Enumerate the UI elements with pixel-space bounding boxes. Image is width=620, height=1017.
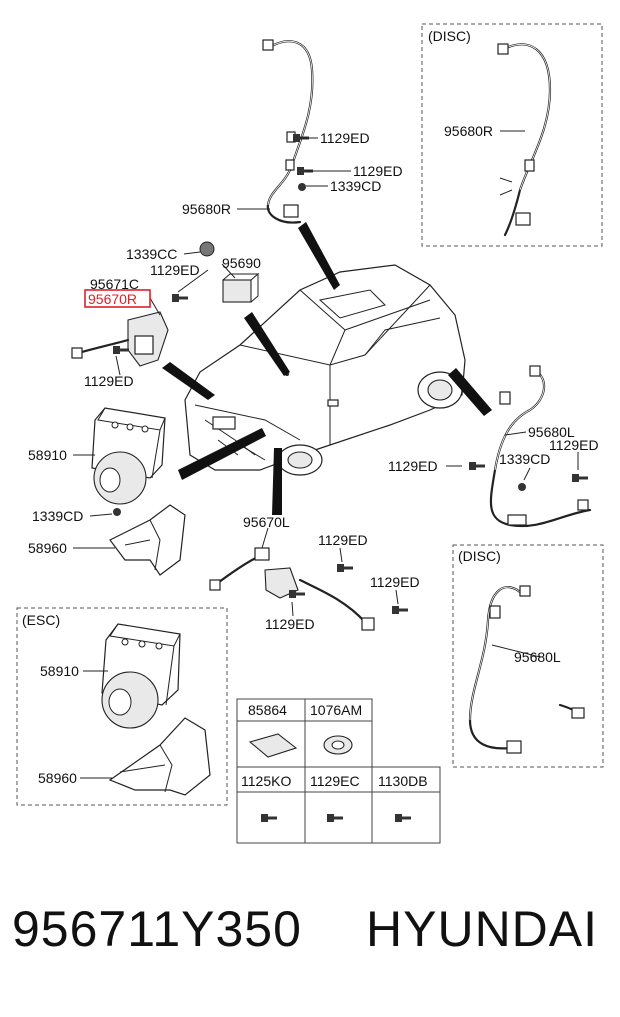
pad-icon	[248, 733, 298, 758]
wheel-sensor-disc-top	[497, 43, 552, 237]
pointer-arrows	[162, 222, 492, 515]
part-labels: (DISC) (DISC) (ESC) 1129ED 1129ED 1339CD…	[22, 28, 599, 786]
esc-box	[16, 607, 228, 806]
label-1129ED: 1129ED	[318, 532, 368, 548]
wheel-sensor-disc-bottom	[468, 585, 585, 754]
label-1129ED: 1129ED	[549, 437, 599, 453]
bolt-icon	[395, 814, 411, 822]
parts-diagram: (DISC) (DISC) (ESC) 1129ED 1129ED 1339CD…	[16, 23, 604, 844]
label-95680R: 95680R	[444, 123, 493, 139]
table-header-1129EC: 1129EC	[310, 773, 360, 789]
label-1129ED: 1129ED	[150, 262, 200, 278]
front-bracket-sensor	[71, 241, 215, 367]
label-95680R: 95680R	[182, 201, 231, 217]
label-58910: 58910	[40, 663, 79, 679]
label-95680L: 95680L	[514, 649, 561, 665]
label-1129ED: 1129ED	[84, 373, 134, 389]
label-disc-bottom: (DISC)	[458, 548, 501, 564]
label-95670R: 95670R	[88, 291, 137, 307]
footer: 956711Y350 HYUNDAI	[0, 900, 620, 980]
label-95690: 95690	[222, 255, 261, 271]
hydraulic-unit-top	[91, 407, 166, 505]
bracket-top	[109, 504, 186, 576]
label-95680L: 95680L	[528, 424, 575, 440]
disc-top-box	[421, 23, 603, 247]
parts-table: 85864 1076AM 1125KO 1129EC 1130DB	[236, 698, 441, 844]
bolt-icon	[261, 814, 277, 822]
label-58960: 58960	[38, 770, 77, 786]
rear-sensor-left	[469, 365, 592, 528]
disc-bottom-box	[452, 544, 604, 768]
label-1129ED: 1129ED	[353, 163, 403, 179]
label-1129ED: 1129ED	[320, 130, 370, 146]
table-header-1076AM: 1076AM	[310, 702, 362, 718]
label-58910: 58910	[28, 447, 67, 463]
highlight-box	[84, 289, 151, 308]
table-header-85864: 85864	[248, 702, 287, 718]
label-95670L: 95670L	[243, 514, 290, 530]
label-disc-top: (DISC)	[428, 28, 471, 44]
table-header-1125KO: 1125KO	[241, 773, 291, 789]
part-number: 956711Y350	[12, 901, 302, 957]
front-sensor-left	[209, 547, 408, 631]
label-1339CC: 1339CC	[126, 246, 177, 262]
label-1339CD: 1339CD	[330, 178, 381, 194]
table-header-1130DB: 1130DB	[378, 773, 428, 789]
bracket-esc	[108, 717, 211, 796]
label-1339CD: 1339CD	[32, 508, 83, 524]
label-esc: (ESC)	[22, 612, 60, 628]
wheel-sensor-rear-right	[262, 39, 314, 224]
yaw-sensor	[222, 272, 260, 303]
label-58960: 58960	[28, 540, 67, 556]
label-1129ED: 1129ED	[370, 574, 420, 590]
label-95671C: 95671C	[90, 276, 139, 292]
label-1129ED: 1129ED	[265, 616, 315, 632]
label-1339CD: 1339CD	[499, 451, 550, 467]
label-1129ED: 1129ED	[388, 458, 438, 474]
car-illustration	[184, 264, 466, 476]
brand-name: HYUNDAI	[366, 901, 599, 957]
hydraulic-unit-esc	[101, 623, 181, 729]
bolt-icon	[327, 814, 343, 822]
leader-lines	[73, 130, 579, 779]
